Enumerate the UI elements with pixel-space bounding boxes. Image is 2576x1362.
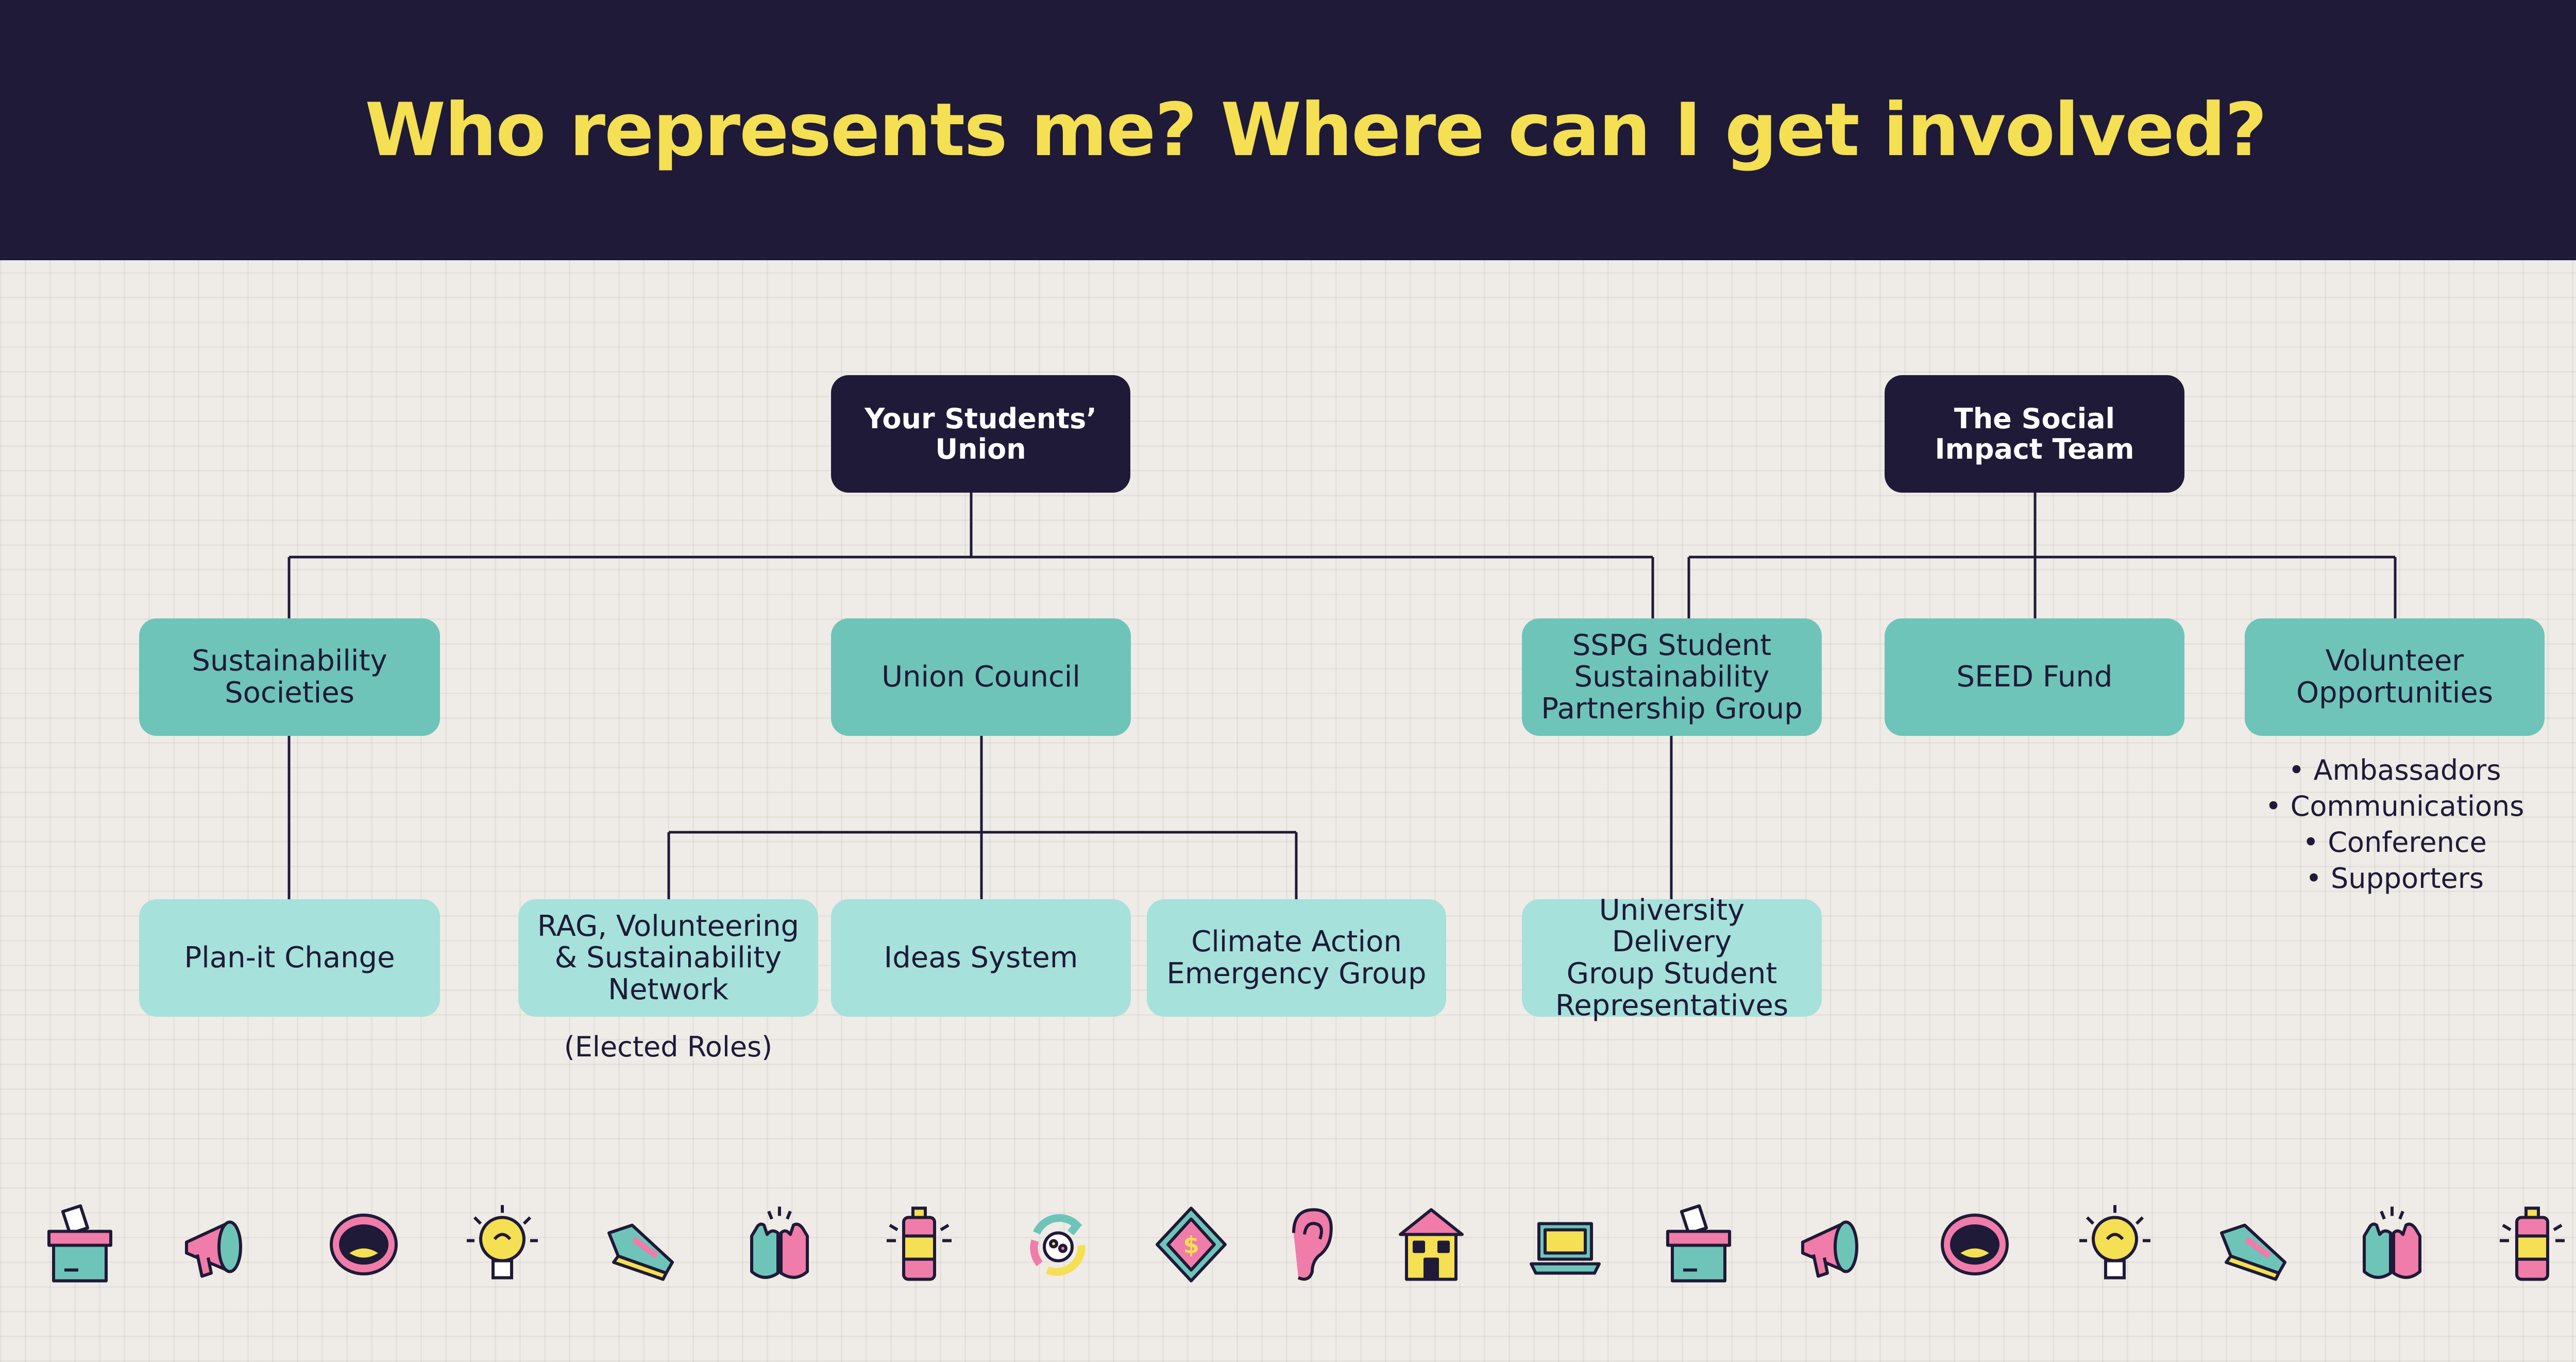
plan-it-change-box: Plan-it Change <box>139 899 440 1017</box>
open-mouth-icon <box>325 1201 402 1288</box>
ideas-system-box: Ideas System <box>831 899 1131 1017</box>
sustainability-societies-box: Sustainability Societies <box>139 618 440 736</box>
header-banner: Who represents me? Where can I get invol… <box>0 0 2576 260</box>
volunteer-opportunities-box: Volunteer Opportunities <box>2245 618 2545 736</box>
rag-network-box: RAG, Volunteering & Sustainability Netwo… <box>518 899 818 1017</box>
page-title: Who represents me? Where can I get invol… <box>365 88 2267 173</box>
laptop-icon <box>1527 1201 1604 1288</box>
list-item: Conference <box>2245 825 2545 861</box>
ballot-box-icon <box>1660 1201 1737 1288</box>
seed-fund-box: SEED Fund <box>1885 618 2184 736</box>
your-students-union-box: Your Students’ Union <box>831 375 1130 493</box>
climate-action-box: Climate Action Emergency Group <box>1147 899 1446 1017</box>
sneaker-icon <box>2215 1201 2293 1288</box>
university-delivery-group-box: University Delivery Group Student Repres… <box>1522 895 1822 1021</box>
sneaker-icon <box>603 1201 680 1288</box>
ballot-box-icon <box>41 1201 118 1288</box>
house-icon <box>1393 1201 1470 1288</box>
lightbulb-icon <box>464 1201 541 1288</box>
elected-roles-note: (Elected Roles) <box>564 1031 773 1063</box>
diamond-sign-icon: $ <box>1153 1201 1230 1288</box>
battery-icon <box>2494 1201 2571 1288</box>
hands-icon <box>2353 1201 2431 1288</box>
open-mouth-icon <box>1936 1201 2013 1288</box>
list-item: Supporters <box>2245 861 2545 897</box>
svg-text:$: $ <box>1183 1232 1199 1259</box>
battery-icon <box>880 1201 958 1288</box>
recycle-icon <box>1020 1201 1097 1288</box>
sspg-box: SSPG Student Sustainability Partnership … <box>1522 618 1822 736</box>
list-item: Ambassadors <box>2245 752 2545 788</box>
megaphone-icon <box>1795 1201 1872 1288</box>
lightbulb-icon <box>2076 1201 2154 1288</box>
ear-icon <box>1270 1201 1348 1288</box>
volunteer-roles-list: Ambassadors Communications Conference Su… <box>2245 752 2545 897</box>
social-impact-team-box: The Social Impact Team <box>1885 375 2184 493</box>
hands-icon <box>741 1201 818 1288</box>
megaphone-icon <box>179 1201 256 1288</box>
list-item: Communications <box>2245 788 2545 825</box>
union-council-box: Union Council <box>831 618 1131 736</box>
